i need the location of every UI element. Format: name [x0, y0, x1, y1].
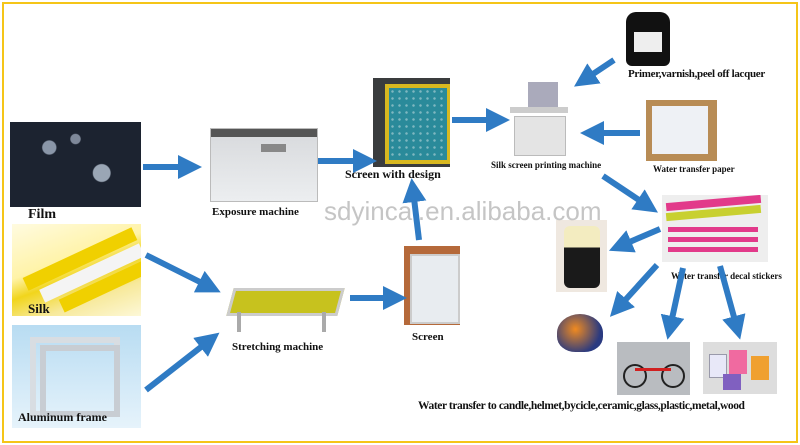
- primer-jar-image: [626, 12, 670, 66]
- candle-image: [556, 220, 607, 292]
- screen-with-design-image: [373, 78, 450, 167]
- arrow-primer-to-printer: [574, 57, 616, 87]
- helmet-image: [553, 310, 608, 356]
- arrow-decals-to-helmet: [609, 262, 660, 317]
- arrow-silk-to-stretching: [144, 252, 221, 293]
- exposure-machine-image: [210, 128, 318, 202]
- silk-image: [12, 224, 141, 316]
- bicycle-image: [617, 342, 690, 395]
- arrow-decals-to-candle: [608, 226, 662, 253]
- arrow-printer-to-decals: [601, 173, 658, 213]
- mugs-image: [703, 342, 777, 394]
- exposure-machine-label: Exposure machine: [212, 206, 299, 218]
- arrow-screen-to-screen-design: [402, 178, 427, 241]
- stretching-machine-image: [222, 282, 346, 334]
- silk-screen-printing-machine-image: [508, 80, 570, 156]
- screen-image: [404, 246, 460, 325]
- arrow-frame-to-stretching: [144, 332, 220, 393]
- arrow-decals-to-bicycle: [660, 267, 686, 340]
- stretching-machine-label: Stretching machine: [232, 341, 324, 353]
- arrow-decals-to-mugs: [717, 265, 746, 340]
- watermark: sdyincai.en.alibaba.com: [324, 196, 602, 226]
- applications-label: Water transfer to candle,helmet,bycicle,…: [418, 400, 745, 412]
- film-label: Film: [28, 207, 56, 222]
- aluminum-frame-label: Aluminum frame: [18, 410, 107, 424]
- aluminum-frame-image: [12, 325, 141, 428]
- decal-stickers-image: [662, 195, 768, 262]
- primer-label: Primer,varnish,peel off lacquer: [628, 68, 765, 80]
- water-transfer-paper-image: [646, 100, 717, 161]
- silk-screen-printing-machine-label: Silk screen printing machine: [491, 160, 602, 170]
- film-image: [10, 122, 141, 207]
- water-transfer-paper-label: Water transfer paper: [653, 164, 735, 174]
- decal-stickers-label: Water transfer decal stickers: [671, 271, 782, 281]
- screen-label: Screen: [412, 331, 444, 343]
- silk-label: Silk: [28, 301, 50, 316]
